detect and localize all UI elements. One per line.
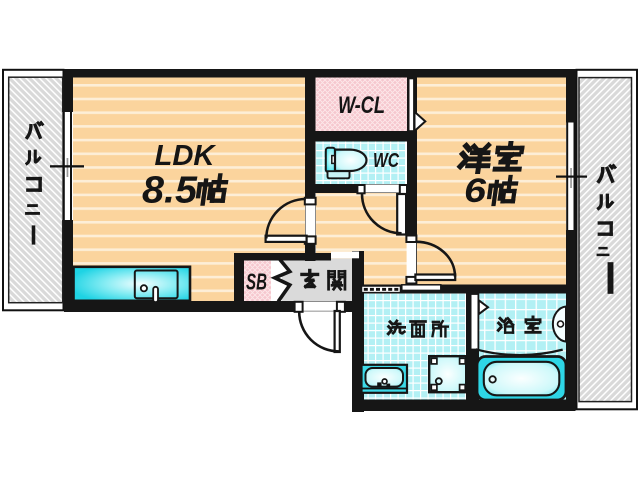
svg-text:LDK: LDK bbox=[155, 140, 217, 172]
svg-text:WC: WC bbox=[373, 149, 400, 172]
svg-text:6: 6 bbox=[464, 172, 487, 210]
svg-text:8.5: 8.5 bbox=[142, 170, 198, 212]
svg-text:SB: SB bbox=[246, 269, 267, 295]
svg-text:W-CL: W-CL bbox=[338, 92, 385, 119]
